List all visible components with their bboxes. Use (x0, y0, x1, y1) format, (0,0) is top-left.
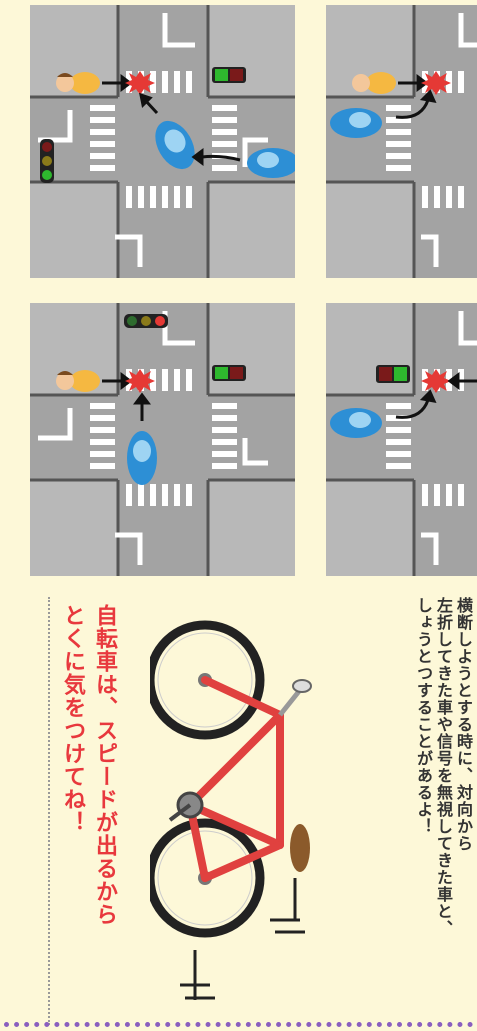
dotted-border (4, 1022, 473, 1027)
traffic-light-icon (40, 139, 54, 183)
handlebar (292, 679, 312, 693)
pedestrian-icon (56, 72, 100, 94)
traffic-light-icon (212, 365, 246, 381)
speed-lines (180, 878, 305, 1000)
front-wheel (150, 620, 265, 740)
intersection-diagram (326, 5, 477, 278)
caption-line: しょうとつすることがあるよ！ (414, 597, 433, 835)
car-icon (330, 108, 382, 138)
scene-panel-3 (30, 303, 295, 576)
warning-text: 自転車は、スピードが出るから とくに気をつけてね！ (56, 604, 120, 1019)
collision-burst-icon (421, 369, 451, 393)
caption-line: 左折してきた車や信号を無視してきた車と、 (434, 597, 453, 937)
caption-line: 横断しようとする時に、対向から (454, 597, 473, 852)
intersection-diagram (326, 303, 477, 576)
saddle (290, 824, 310, 872)
arrow-icon (395, 389, 437, 419)
car-icon (127, 431, 157, 485)
arrow-icon (191, 148, 241, 166)
warning-line: とくに気をつけてね！ (60, 604, 85, 834)
warning-line: 自転車は、スピードが出るから (92, 604, 117, 926)
arrow-icon (139, 92, 159, 115)
rear-wheel (150, 818, 265, 938)
scene-panel-2 (326, 5, 477, 278)
car-icon (155, 120, 195, 170)
bicycle-icon (150, 620, 312, 1000)
dotted-divider (48, 597, 50, 1025)
intersection-diagram (30, 5, 295, 278)
arrow-icon (447, 372, 477, 390)
traffic-light-icon (124, 314, 168, 328)
traffic-light-icon (212, 67, 246, 83)
crosswalk-left (90, 105, 115, 171)
pedestrian-icon (352, 72, 396, 94)
collision-burst-icon (125, 71, 155, 95)
car-icon (247, 148, 295, 178)
intersection-diagram (30, 303, 295, 576)
crosswalk-bottom (126, 186, 192, 208)
pedestrian-icon (56, 370, 100, 392)
collision-burst-icon (421, 71, 451, 95)
scene-panel-4 (326, 303, 477, 576)
arrow-icon (395, 89, 437, 119)
arrow-icon (133, 392, 151, 421)
bicycle-frame (186, 676, 284, 882)
car-icon (330, 408, 382, 438)
collision-burst-icon (125, 369, 155, 393)
scene-panel-1 (30, 5, 295, 278)
caption-text: 横断しようとする時に、対向から 左折してきた車や信号を無視してきた車と、 しょう… (413, 597, 473, 997)
traffic-light-icon (376, 365, 410, 383)
